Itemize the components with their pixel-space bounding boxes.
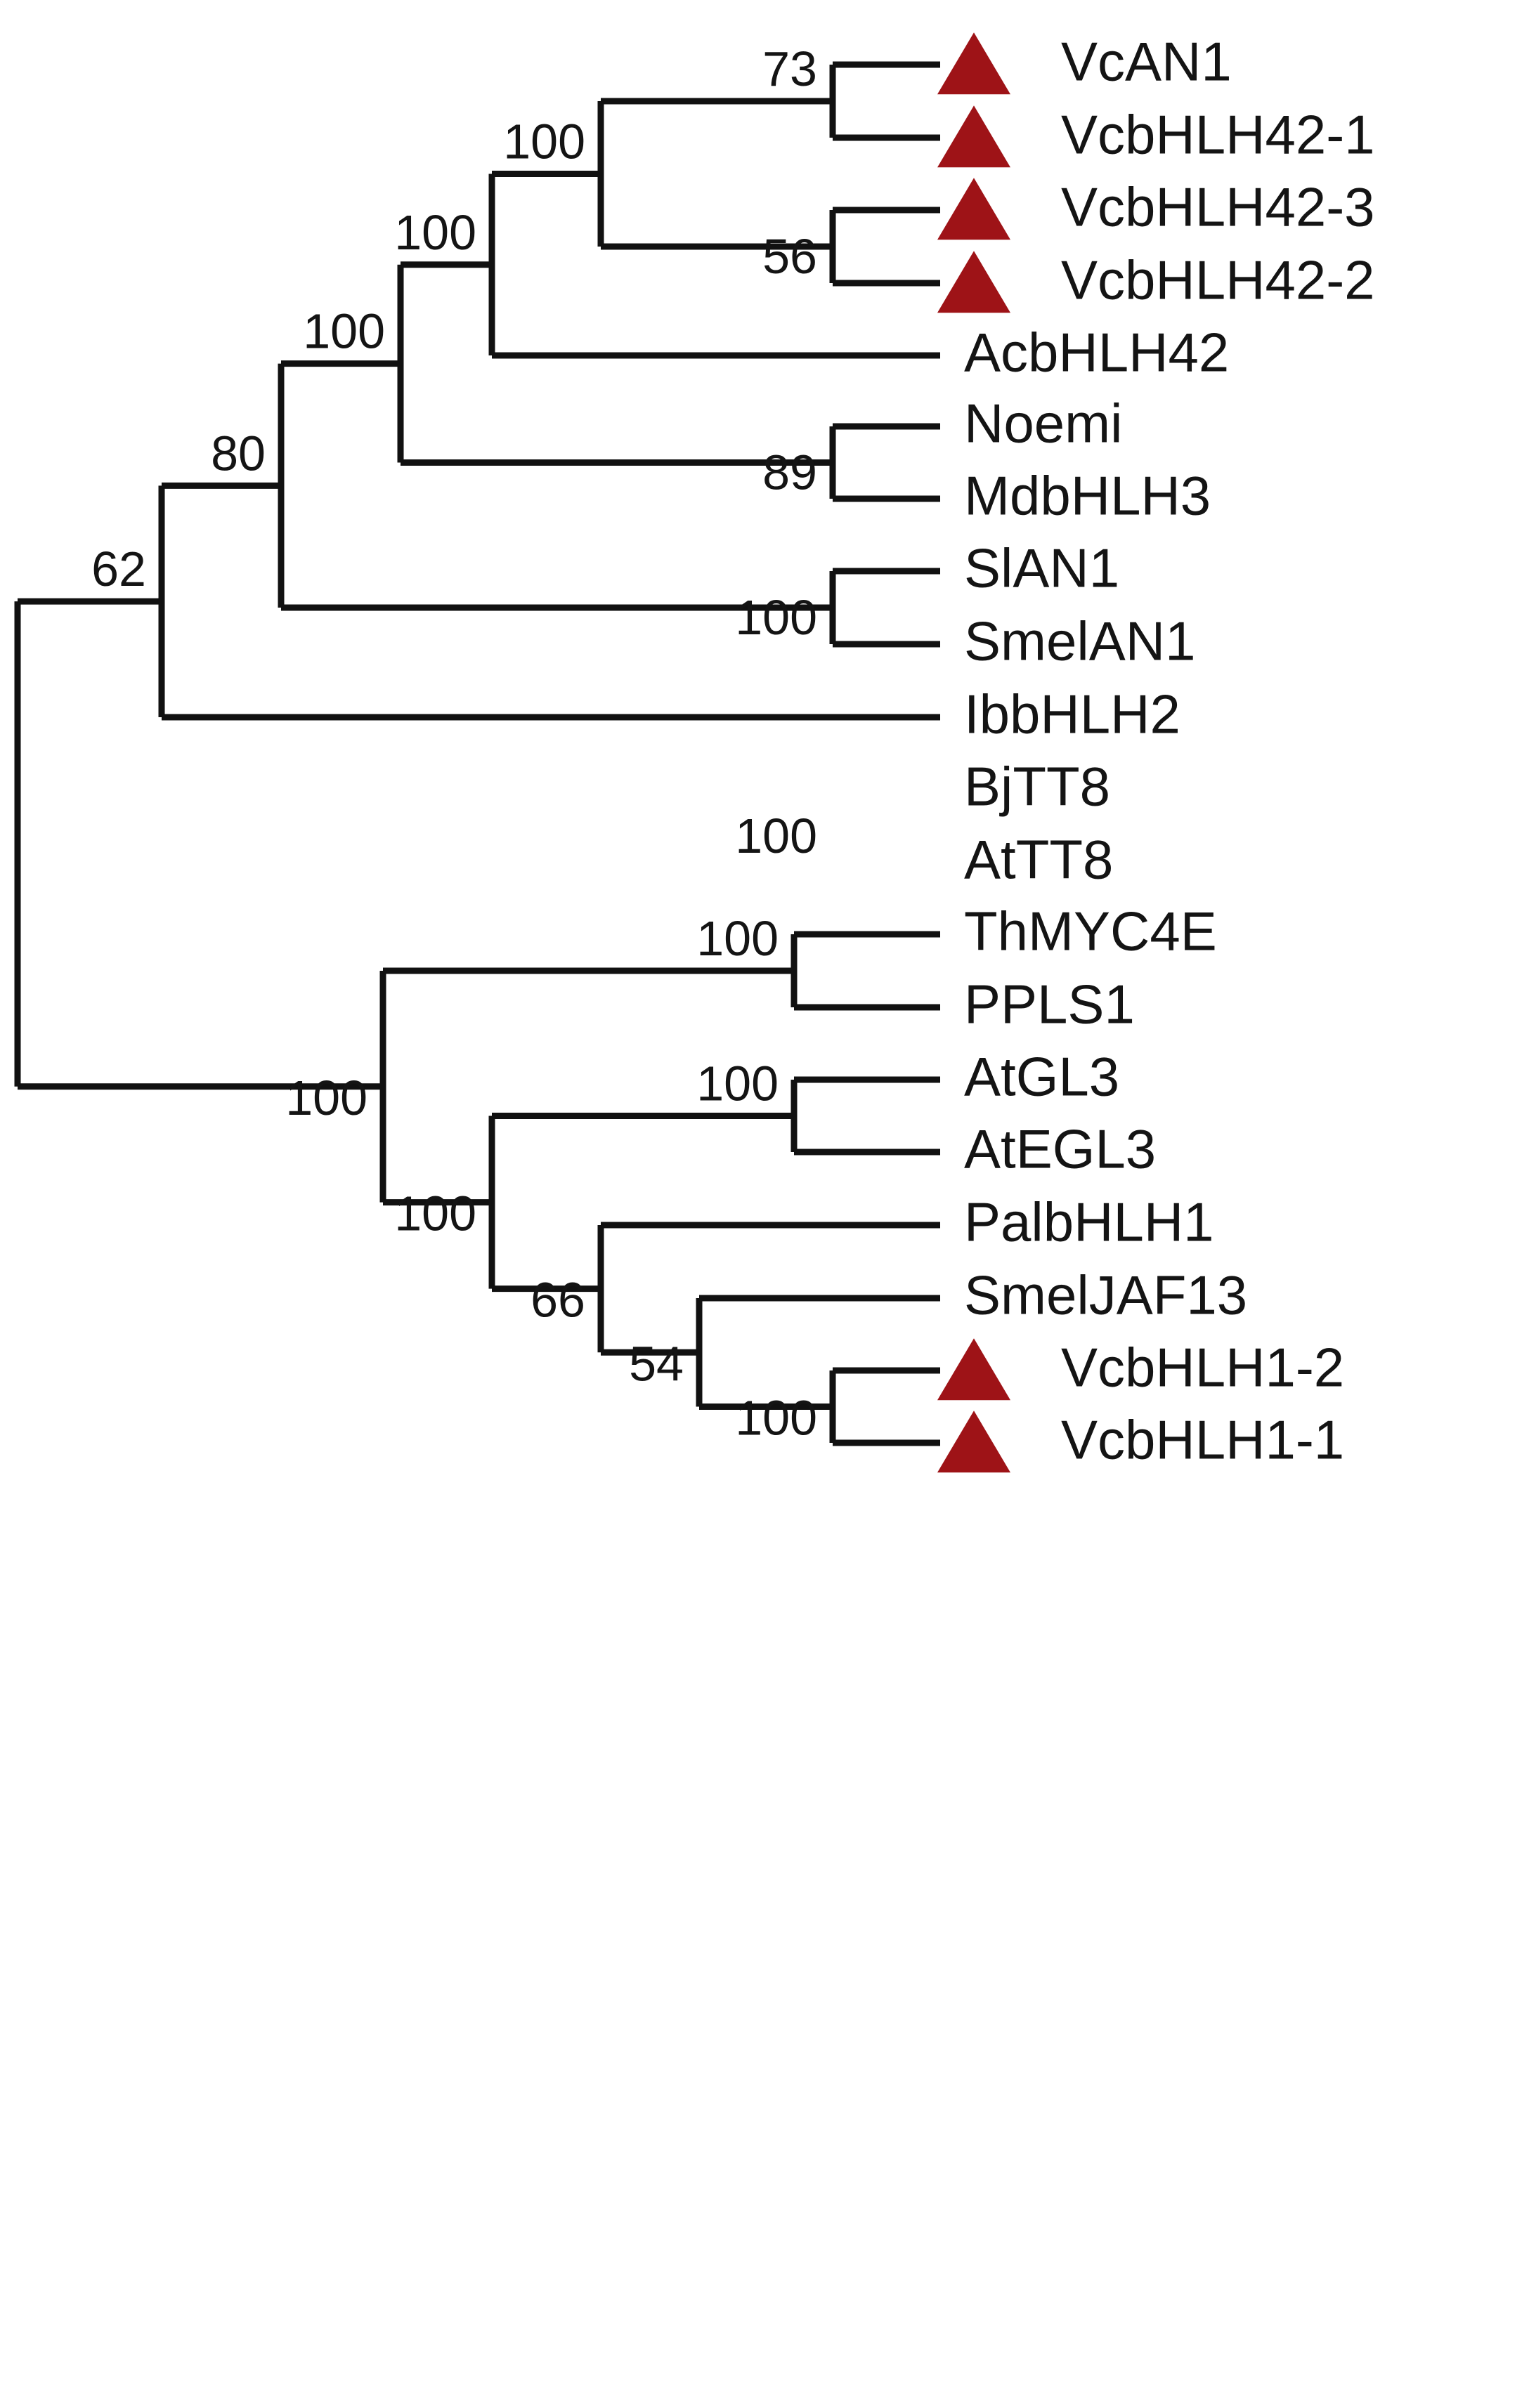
bootstrap-value: 100: [503, 114, 585, 169]
taxon-label: BjTT8: [964, 756, 1110, 818]
bootstrap-value: 100: [735, 590, 817, 645]
bootstrap-value: 100: [696, 1056, 779, 1111]
taxon-label: AtEGL3: [964, 1118, 1156, 1180]
taxon-label: VcbHLH42-1: [1061, 104, 1375, 166]
bootstrap-value: 100: [285, 1071, 367, 1125]
triangle-marker-icon: [937, 1411, 1010, 1473]
bootstrap-value: 89: [762, 445, 817, 500]
taxon-label: PPLS1: [964, 974, 1135, 1035]
triangle-marker-icon: [937, 32, 1010, 95]
bootstrap-value: 54: [629, 1336, 684, 1391]
taxon-label: SmelJAF13: [964, 1264, 1247, 1326]
bootstrap-value: 100: [303, 304, 385, 359]
taxon-label: PalbHLH1: [964, 1191, 1214, 1253]
taxon-label: VcbHLH1-1: [1061, 1409, 1344, 1471]
triangle-marker-icon: [937, 1338, 1010, 1401]
taxon-label: MdbHLH3: [964, 465, 1211, 527]
taxon-label: AtGL3: [964, 1046, 1119, 1108]
taxon-label: IbbHLH2: [964, 683, 1180, 745]
taxon-label: AcbHLH42: [964, 322, 1229, 384]
taxon-label: Noemi: [964, 393, 1122, 454]
bootstrap-value: 56: [762, 229, 817, 284]
triangle-marker-icon: [937, 251, 1010, 313]
bootstrap-value: 62: [91, 542, 146, 596]
bootstrap-labels-layer: 7356100100891001008062100100100100546610…: [91, 41, 817, 1446]
branches-layer: [14, 61, 940, 1446]
bootstrap-value: 66: [531, 1273, 585, 1328]
triangle-marker-icon: [937, 178, 1010, 240]
bootstrap-value: 73: [762, 41, 817, 96]
taxon-label: VcbHLH42-2: [1061, 249, 1375, 311]
bootstrap-value: 80: [211, 426, 266, 480]
taxon-label: VcbHLH42-3: [1061, 176, 1375, 238]
taxon-label: SlAN1: [964, 537, 1119, 599]
taxon-label: VcAN1: [1061, 31, 1232, 93]
taxon-markers-layer: [937, 32, 1010, 1473]
taxon-label: VcbHLH1-2: [1061, 1337, 1344, 1399]
bootstrap-value: 100: [394, 205, 476, 260]
taxon-label: ThMYC4E: [964, 901, 1217, 962]
taxon-label: AtTT8: [964, 829, 1113, 891]
bootstrap-value: 100: [735, 1391, 817, 1446]
taxon-labels-layer: VcAN1VcbHLH42-1VcbHLH42-3VcbHLH42-2AcbHL…: [964, 31, 1375, 1471]
bootstrap-value: 100: [696, 911, 779, 966]
taxon-label: SmelAN1: [964, 610, 1195, 672]
triangle-marker-icon: [937, 105, 1010, 168]
bootstrap-value: 100: [735, 809, 817, 863]
bootstrap-value: 100: [394, 1186, 476, 1241]
